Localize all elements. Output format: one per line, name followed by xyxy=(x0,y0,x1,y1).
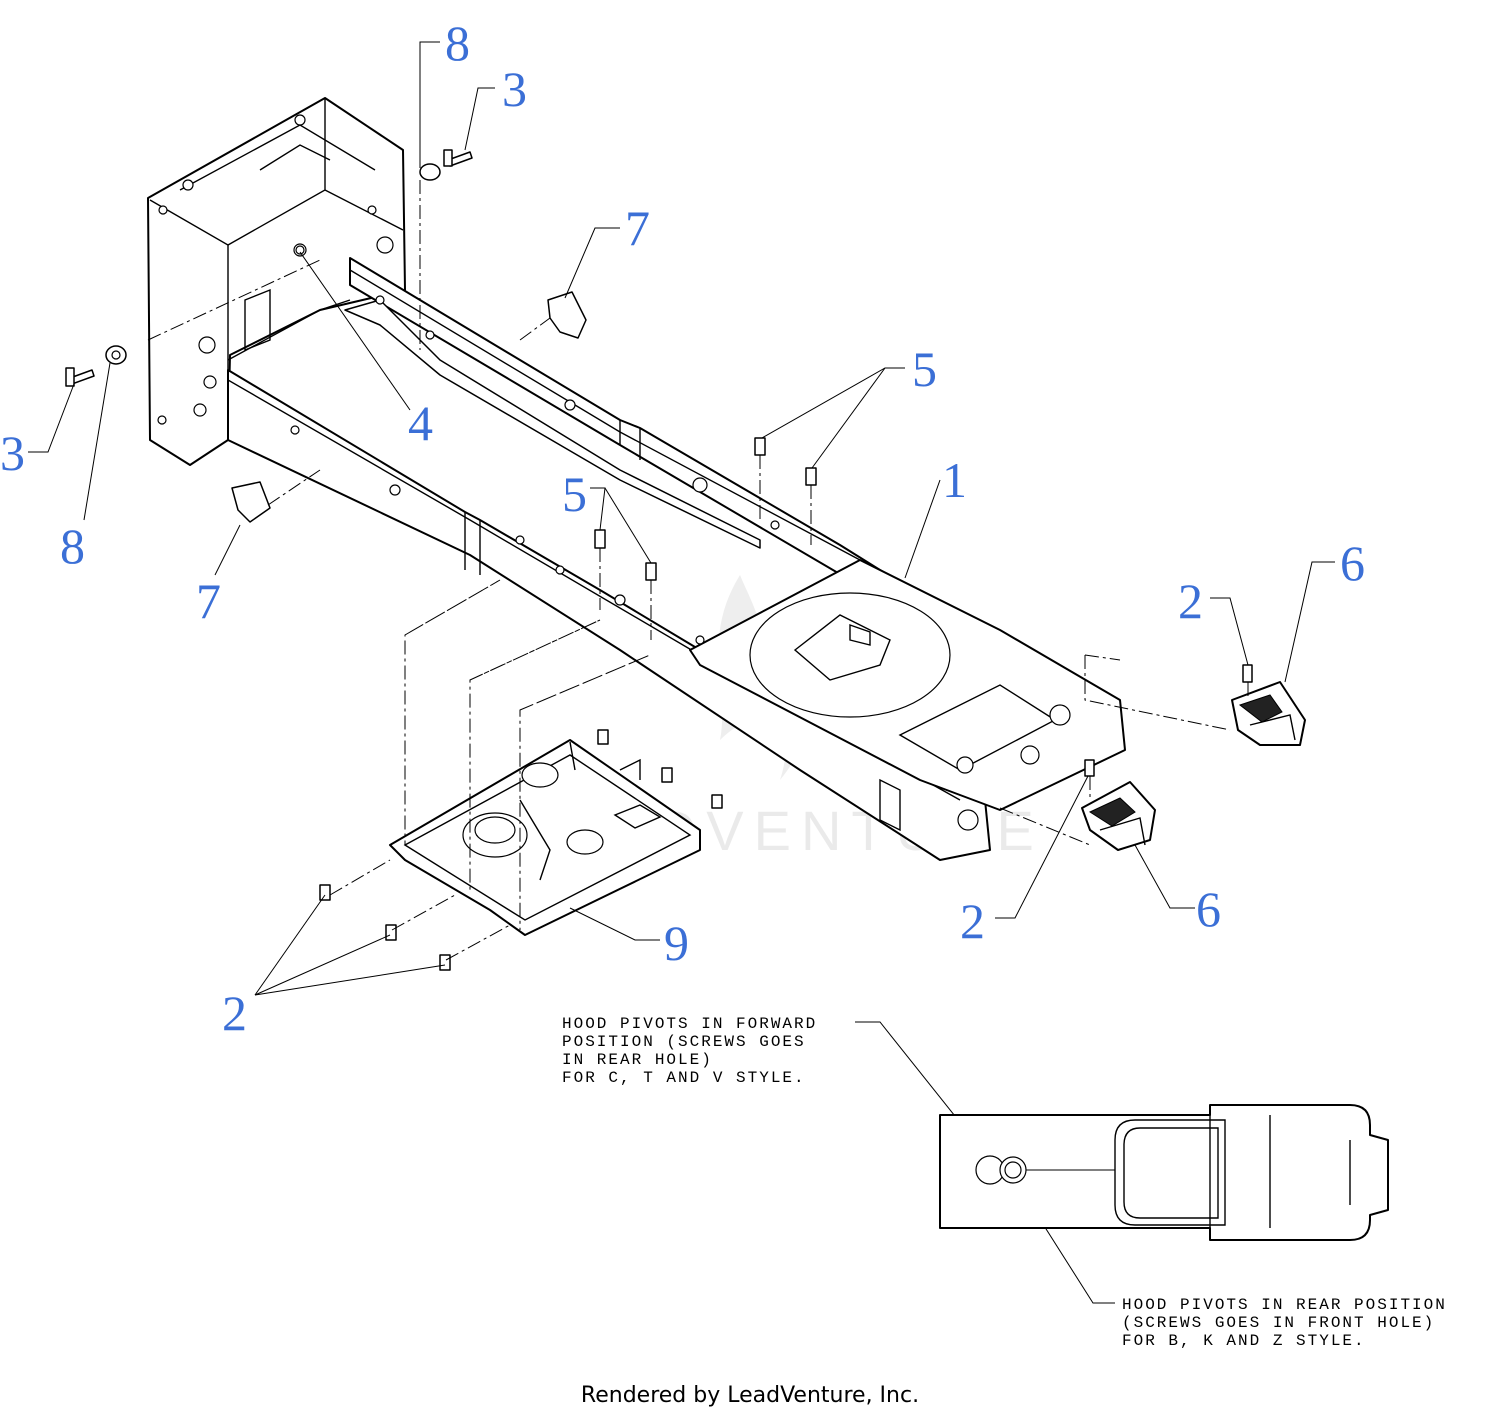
leader-lines xyxy=(28,41,1335,1304)
callout-3-left: 3 xyxy=(0,425,25,481)
callout-4: 4 xyxy=(408,395,433,451)
callout-9: 9 xyxy=(664,915,689,971)
note-rear-line-1: HOOD PIVOTS IN REAR POSITION xyxy=(1122,1296,1447,1314)
note-rear: HOOD PIVOTS IN REAR POSITION (SCREWS GOE… xyxy=(1122,1296,1447,1350)
callout-2-lower-right: 2 xyxy=(960,893,985,949)
callout-2-upper-right: 2 xyxy=(1178,573,1203,629)
hardware xyxy=(65,149,1306,971)
note-rear-line-3: FOR B, K AND Z STYLE. xyxy=(1122,1332,1366,1350)
note-forward-line-1: HOOD PIVOTS IN FORWARD xyxy=(562,1015,817,1033)
note-forward: HOOD PIVOTS IN FORWARD POSITION (SCREWS … xyxy=(562,1015,817,1087)
callout-8-left: 8 xyxy=(60,518,85,574)
hood-pivot-detail xyxy=(939,1104,1389,1241)
frame-assembly xyxy=(147,97,1126,861)
callout-6-upper: 6 xyxy=(1340,535,1365,591)
note-rear-line-2: (SCREWS GOES IN FRONT HOLE) xyxy=(1122,1314,1435,1332)
callouts: 8 3 7 5 3 8 4 1 5 7 2 6 2 6 9 2 xyxy=(0,15,1365,1041)
callout-7-top: 7 xyxy=(625,200,650,256)
assembly-lines xyxy=(147,180,1249,961)
step-plate xyxy=(389,739,701,936)
callout-7-left: 7 xyxy=(196,573,221,629)
callout-8-top: 8 xyxy=(445,15,470,71)
note-forward-line-2: POSITION (SCREWS GOES xyxy=(562,1033,806,1051)
callout-3-top: 3 xyxy=(502,61,527,117)
note-forward-line-3: IN REAR HOLE) xyxy=(562,1051,713,1069)
callout-6-lower: 6 xyxy=(1196,881,1221,937)
note-forward-line-4: FOR C, T AND V STYLE. xyxy=(562,1069,806,1087)
callout-5-left: 5 xyxy=(562,466,587,522)
callout-5-right: 5 xyxy=(912,341,937,397)
callout-2-lower-left: 2 xyxy=(222,985,247,1041)
footer-credit: Rendered by LeadVenture, Inc. xyxy=(580,1383,920,1408)
callout-1: 1 xyxy=(942,452,967,508)
